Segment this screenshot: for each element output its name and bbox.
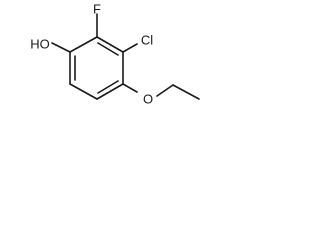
ring-bond-c3-c4: [96, 83, 124, 100]
bond-ch2-ch3: [172, 84, 200, 100]
molecule-structure: F Cl HO O: [30, 2, 200, 107]
ether-oxygen-label: O: [143, 92, 153, 107]
ring-double-bond-c1-c2: [97, 42, 119, 56]
bond-c-ether-oxygen: [122, 83, 138, 93]
ring-double-bond-c3-c4: [97, 80, 119, 94]
hydroxyl-label: HO: [30, 37, 50, 52]
benzene-ring: [69, 36, 124, 100]
ring-bond-c1-c2: [96, 36, 124, 53]
ring-bond-c6-c1: [69, 36, 98, 53]
bond-c-hydroxyl: [51, 42, 71, 53]
fluorine-label: F: [93, 2, 101, 17]
bond-oxygen-ch2: [156, 84, 174, 97]
ring-bond-c4-c5: [69, 83, 98, 100]
bond-c-chlorine: [122, 43, 138, 53]
chlorine-label: Cl: [141, 33, 153, 48]
